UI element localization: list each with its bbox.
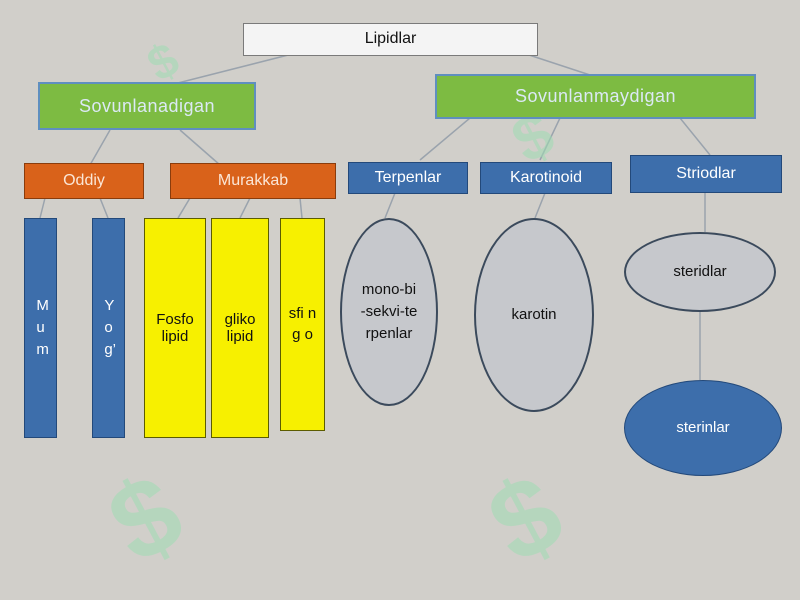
- node-karotin: karotin: [474, 218, 594, 412]
- link-right-karotinoid: [539, 117, 561, 161]
- node-striodlar: Striodlar: [630, 155, 782, 193]
- link-murakkab-gliko: [239, 197, 251, 219]
- link-right-striodlar: [679, 117, 711, 156]
- node-sovunlanadigan: Sovunlanadigan: [38, 82, 256, 130]
- node-murakkab: Murakkab: [170, 163, 336, 199]
- node-mum-label: Mum: [36, 297, 49, 358]
- node-fosfolipid: Fosfo lipid: [144, 218, 206, 438]
- link-left-murakkab: [179, 129, 221, 166]
- link-terpenlar-mono: [384, 192, 396, 219]
- link-karotinoid-karotin: [534, 192, 546, 219]
- node-terpenlar: Terpenlar: [348, 162, 468, 194]
- node-sfingo: sfi ng o: [280, 218, 325, 431]
- link-oddiy-mum: [39, 197, 46, 219]
- node-lipidlar: Lipidlar: [243, 23, 538, 56]
- node-glikolipid: gliko lipid: [211, 218, 269, 438]
- node-steridlar: steridlar: [624, 232, 776, 312]
- link-murakkab-sfingo: [299, 197, 303, 219]
- link-left-oddiy: [89, 129, 111, 166]
- node-mono-bi-sekvi-terpenlar: mono-bi-sekvi-terpenlar: [340, 218, 438, 406]
- node-mum: Mum: [24, 218, 57, 438]
- link-oddiy-yog: [99, 197, 109, 219]
- node-oddiy: Oddiy: [24, 163, 144, 199]
- link-root-left: [169, 51, 301, 86]
- node-yog-label: Yog’: [104, 297, 117, 358]
- link-murakkab-fosfo: [177, 197, 191, 219]
- node-yog: Yog’: [92, 218, 125, 438]
- node-karotinoid: Karotinoid: [480, 162, 612, 194]
- node-sterinlar: sterinlar: [624, 380, 782, 476]
- node-mono-bi-sekvi-terpenlar-label: mono-bi-sekvi-terpenlar: [360, 281, 418, 342]
- link-right-terpenlar: [419, 117, 471, 161]
- node-sfingo-label: sfi ng o: [288, 305, 317, 343]
- node-sovunlanmaydigan: Sovunlanmaydigan: [435, 74, 756, 119]
